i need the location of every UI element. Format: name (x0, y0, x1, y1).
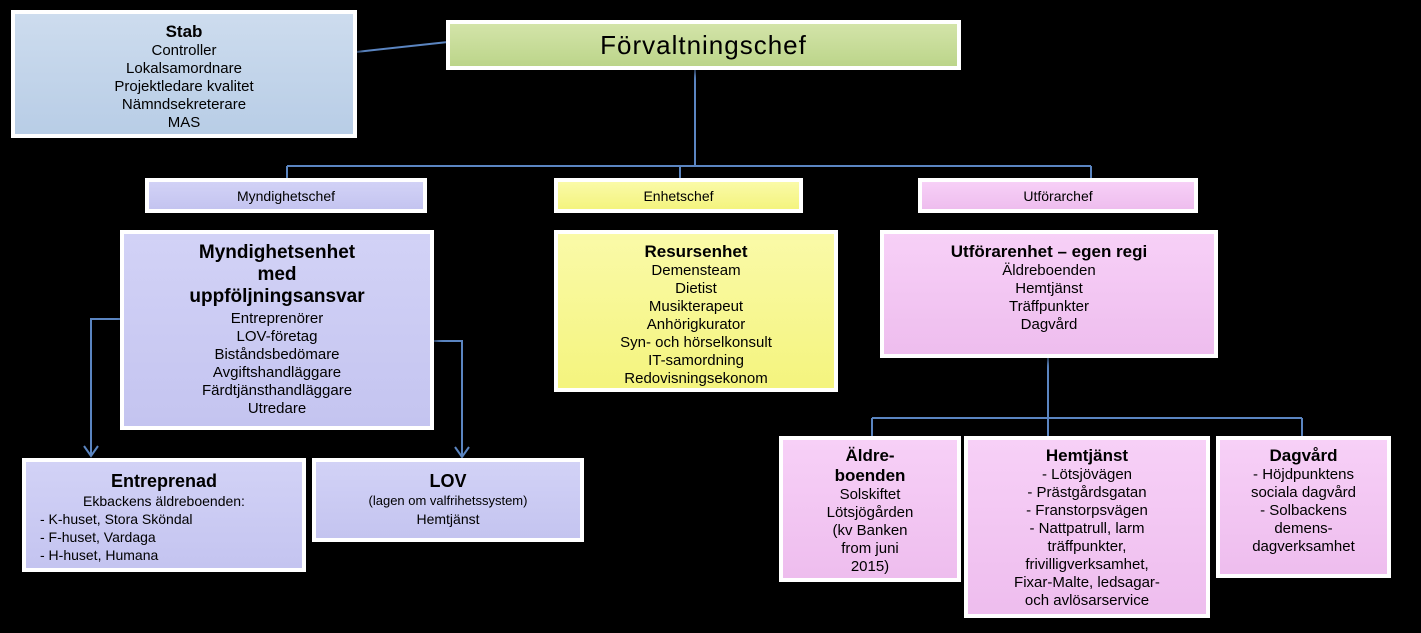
stab-box: Stab Controller Lokalsamordnare Projektl… (11, 10, 357, 138)
hemtjanst-item: och avlösarservice (1024, 592, 1150, 609)
aldreboenden-title: Äldre- (845, 446, 895, 465)
entreprenad-item: - F-huset, Vardaga (40, 529, 156, 545)
dagvard-item: sociala dagvård (1250, 484, 1357, 501)
utforarenhet-box: Utförarenhet – egen regi Äldreboenden He… (880, 230, 1218, 358)
dagvard-item: demens- (1274, 520, 1333, 537)
utforarchef-box: Utförarchef (918, 178, 1198, 213)
hemtjanst-item: - Lötsjövägen (1041, 466, 1133, 483)
aldreboenden-item: Lötsjögården (826, 504, 914, 521)
resursenhet-title: Resursenhet (644, 242, 748, 261)
myndighetsenhet-title: uppföljningsansvar (189, 286, 365, 307)
entreprenad-item: - H-huset, Humana (40, 547, 159, 563)
resursenhet-item: Demensteam (651, 262, 741, 279)
myndighetsenhet-title: med (257, 264, 297, 285)
stab-item: Projektledare kvalitet (114, 78, 254, 95)
dagvard-box: Dagvård - Höjdpunktens sociala dagvård -… (1216, 436, 1391, 578)
hemtjanst-item: - Prästgårdsgatan (1027, 484, 1147, 501)
myndighetsenhet-title: Myndighetsenhet (198, 242, 356, 263)
resursenhet-item: Musikterapeut (648, 298, 744, 315)
dagvard-title: Dagvård (1269, 446, 1338, 465)
entreprenad-box: Entreprenad Ekbackens äldreboenden: - K-… (22, 458, 306, 572)
hemtjanst-item: träffpunkter, (1047, 538, 1127, 555)
stab-item: Controller (151, 42, 217, 59)
resursenhet-item: Dietist (675, 280, 717, 297)
hemtjanst-item: frivilligverksamhet, (1025, 556, 1149, 573)
hemtjanst-box: Hemtjänst - Lötsjövägen - Prästgårdsgata… (964, 436, 1210, 618)
resursenhet-item: Redovisningsekonom (624, 370, 768, 387)
aldreboenden-item: 2015) (850, 558, 890, 575)
lov-box: LOV (lagen om valfrihetssystem) Hemtjäns… (312, 458, 584, 542)
utforarenhet-item: Äldreboenden (1002, 262, 1096, 279)
utforarchef-label: Utförarchef (1023, 187, 1093, 204)
myndighetsenhet-box: Myndighetsenhet med uppföljningsansvar E… (120, 230, 434, 430)
hemtjanst-item: Fixar-Malte, ledsagar- (1014, 574, 1160, 591)
forvaltningschef-title: Förvaltningschef (600, 30, 807, 60)
hemtjanst-item: - Nattpatrull, larm (1029, 520, 1145, 537)
dagvard-item: dagverksamhet (1252, 538, 1355, 555)
aldreboenden-item: Solskiftet (839, 486, 901, 503)
lov-subtitle: (lagen om valfrihetssystem) (368, 493, 528, 508)
hemtjanst-item: - Franstorpsvägen (1026, 502, 1148, 519)
resursenhet-item: Syn- och hörselkonsult (620, 334, 772, 351)
myndighetsenhet-item: Utredare (247, 400, 307, 417)
utforarenhet-item: Dagvård (1020, 316, 1078, 333)
myndighetsenhet-item: Färdtjänsthandläggare (201, 382, 353, 399)
myndighetsenhet-item: Biståndsbedömare (214, 346, 340, 363)
stab-title: Stab (165, 22, 203, 41)
utforarenhet-title: Utförarenhet – egen regi (950, 242, 1148, 261)
resursenhet-item: IT-samordning (648, 352, 744, 369)
aldreboenden-item: (kv Banken (832, 522, 908, 539)
utforarenhet-item: Hemtjänst (1015, 280, 1083, 297)
resursenhet-box: Resursenhet Demensteam Dietist Musiktera… (554, 230, 838, 392)
aldreboenden-title: boenden (834, 466, 906, 485)
enhetschef-box: Enhetschef (554, 178, 803, 213)
entreprenad-item: - K-huset, Stora Sköndal (40, 511, 193, 527)
enhetschef-label: Enhetschef (643, 187, 714, 204)
myndighetschef-box: Myndighetschef (145, 178, 427, 213)
forvaltningschef-box: Förvaltningschef (446, 20, 961, 70)
dagvard-item: - Solbackens (1260, 502, 1347, 519)
entreprenad-subtitle: Ekbackens äldreboenden: (83, 493, 245, 509)
lov-title: LOV (429, 471, 467, 491)
hemtjanst-title: Hemtjänst (1045, 446, 1129, 465)
lov-item: Hemtjänst (416, 511, 480, 527)
dagvard-item: - Höjdpunktens (1253, 466, 1354, 483)
stab-item: Lokalsamordnare (126, 60, 242, 77)
stab-item: Nämndsekreterare (121, 96, 247, 113)
myndighetsenhet-item: LOV-företag (236, 328, 318, 345)
aldreboenden-item: from juni (841, 540, 899, 557)
aldreboenden-box: Äldre- boenden Solskiftet Lötsjögården (… (779, 436, 961, 582)
utforarenhet-item: Träffpunkter (1008, 298, 1090, 315)
resursenhet-item: Anhörigkurator (646, 316, 746, 333)
stab-item: MAS (167, 114, 201, 131)
myndighetschef-label: Myndighetschef (236, 187, 336, 204)
myndighetsenhet-item: Entreprenörer (230, 310, 324, 327)
myndighetsenhet-item: Avgiftshandläggare (212, 364, 342, 381)
entreprenad-title: Entreprenad (110, 471, 218, 491)
